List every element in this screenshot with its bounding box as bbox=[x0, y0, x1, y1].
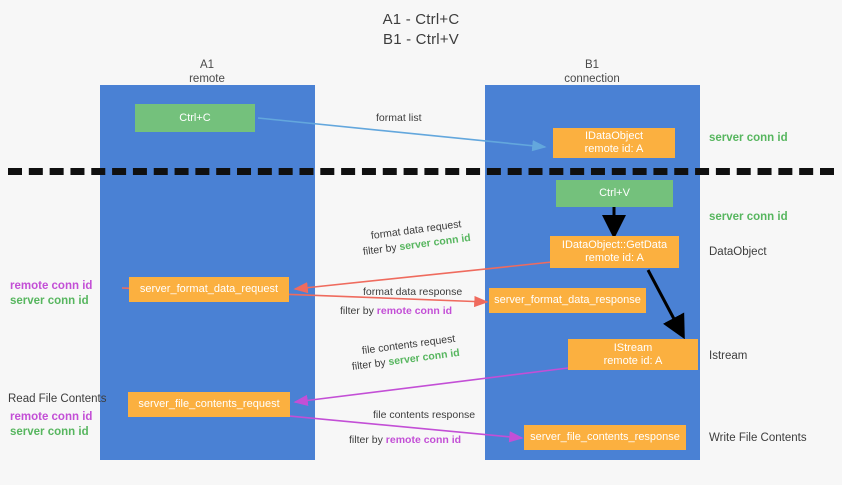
page-title: A1 - Ctrl+C B1 - Ctrl+V bbox=[0, 10, 842, 50]
timeline-divider bbox=[8, 168, 834, 175]
left-label-remote-conn-id-upper: remote conn id bbox=[10, 280, 93, 292]
lane-header-a1: A1 remote bbox=[127, 58, 287, 86]
lane-header-a1-name: A1 bbox=[199, 59, 215, 71]
edge-label-format-data-response: format data response bbox=[363, 286, 463, 298]
right-label-dataobject: DataObject bbox=[709, 246, 767, 258]
lane-header-a1-sub: remote bbox=[189, 73, 225, 85]
right-label-server-conn-id-mid: server conn id bbox=[709, 211, 788, 223]
node-istream[interactable]: IStream remote id: A bbox=[568, 339, 698, 370]
node-server-file-contents-response[interactable]: server_file_contents_response bbox=[524, 425, 686, 450]
node-ctrl-v-label: Ctrl+V bbox=[599, 187, 630, 199]
left-label-read-file-contents: Read File Contents bbox=[8, 393, 107, 405]
node-server-format-data-response-label: server_format_data_response bbox=[494, 294, 641, 306]
node-idataobject-line-2: remote id: A bbox=[584, 143, 644, 155]
title-line-1: A1 - Ctrl+C bbox=[382, 11, 460, 28]
node-ctrl-c-label: Ctrl+C bbox=[179, 111, 211, 124]
node-istream-line-1: IStream bbox=[613, 341, 653, 354]
left-label-remote-conn-id-lower: remote conn id bbox=[10, 411, 93, 423]
lane-header-b1: B1 connection bbox=[512, 58, 672, 86]
node-server-format-data-request[interactable]: server_format_data_request bbox=[129, 277, 289, 302]
lane-header-b1-sub: connection bbox=[564, 73, 620, 85]
node-ctrl-v[interactable]: Ctrl+V bbox=[556, 180, 673, 207]
filter-prefix: filter by bbox=[340, 305, 377, 317]
node-ctrl-c[interactable]: Ctrl+C bbox=[135, 104, 255, 132]
left-label-server-conn-id-upper: server conn id bbox=[10, 295, 89, 307]
lane-header-b1-name: B1 bbox=[584, 59, 600, 71]
node-server-file-contents-request-label: server_file_contents_request bbox=[138, 398, 280, 410]
node-getdata[interactable]: IDataObject::GetData remote id: A bbox=[550, 236, 679, 268]
node-idataobject-line-1: IDataObject bbox=[584, 130, 644, 142]
node-server-file-contents-request[interactable]: server_file_contents_request bbox=[128, 392, 290, 417]
node-server-format-data-request-label: server_format_data_request bbox=[139, 283, 279, 295]
right-label-write-file-contents: Write File Contents bbox=[709, 432, 807, 444]
node-getdata-line-1: IDataObject::GetData bbox=[561, 239, 668, 251]
filter-value-remote-conn-id: remote conn id bbox=[376, 305, 453, 317]
right-label-server-conn-id-top: server conn id bbox=[709, 132, 788, 144]
node-getdata-line-2: remote id: A bbox=[585, 252, 644, 264]
filter-prefix: filter by bbox=[362, 241, 401, 258]
left-label-server-conn-id-lower: server conn id bbox=[10, 426, 89, 438]
node-server-format-data-response[interactable]: server_format_data_response bbox=[489, 288, 646, 313]
node-idataobject[interactable]: IDataObject remote id: A bbox=[553, 128, 675, 158]
node-istream-line-2: remote id: A bbox=[603, 354, 663, 367]
filter-prefix: filter by bbox=[351, 356, 390, 373]
edge-label-file-contents-response-filter: filter by remote conn id bbox=[349, 433, 461, 447]
right-label-istream: Istream bbox=[709, 350, 748, 362]
node-server-file-contents-response-label: server_file_contents_response bbox=[530, 431, 680, 443]
edge-label-format-list: format list bbox=[376, 112, 422, 124]
edge-label-file-contents-response: file contents response bbox=[373, 409, 476, 421]
filter-prefix: filter by bbox=[349, 434, 386, 446]
title-line-2: B1 - Ctrl+V bbox=[383, 31, 459, 48]
edge-label-format-data-response-filter: filter by remote conn id bbox=[340, 304, 452, 318]
filter-value-remote-conn-id: remote conn id bbox=[385, 434, 462, 446]
